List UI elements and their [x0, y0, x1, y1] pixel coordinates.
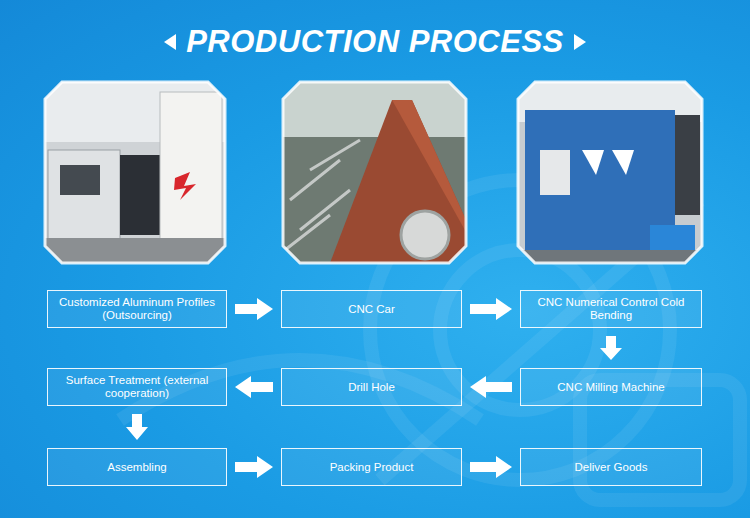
process-box: CNC Milling Machine [520, 368, 702, 406]
box-content: Packing Product [330, 461, 414, 474]
box-label: CNC Milling Machine [557, 381, 664, 394]
box-label: CNC Numerical Control Cold Bending [527, 296, 695, 322]
box-content: Deliver Goods [575, 461, 648, 474]
lathe-photo [45, 82, 225, 263]
title-bar: PRODUCTION PROCESS [0, 22, 750, 62]
process-box: Packing Product [281, 448, 462, 486]
process-box: Surface Treatment (external cooperation) [47, 368, 227, 406]
title: PRODUCTION PROCESS [186, 24, 564, 60]
box-label: Customized Aluminum Profiles (Outsourcin… [54, 296, 220, 322]
flow-arrow [235, 376, 273, 398]
box-content: Surface Treatment (external cooperation) [54, 374, 220, 400]
box-label: Surface Treatment (external cooperation) [54, 374, 220, 400]
box-content: CNC Milling Machine [557, 381, 664, 394]
box-content: Customized Aluminum Profiles (Outsourcin… [54, 296, 220, 322]
flow-arrow [126, 414, 148, 440]
box-label: Drill Hole [348, 381, 395, 394]
process-box: Deliver Goods [520, 448, 702, 486]
process-box: Assembling [47, 448, 227, 486]
flow-arrow [235, 456, 273, 478]
box-label: Packing Product [330, 461, 414, 474]
conveyor-photo [283, 82, 466, 263]
box-content: Assembling [107, 461, 166, 474]
title-arrow-left [164, 34, 176, 50]
title-arrow-right [574, 34, 586, 50]
photo-frames [45, 82, 702, 263]
process-box: Drill Hole [281, 368, 462, 406]
cnc-photo [518, 82, 702, 263]
process-box: CNC Numerical Control Cold Bending [520, 290, 702, 328]
box-label: Deliver Goods [575, 461, 648, 474]
box-content: CNC Numerical Control Cold Bending [527, 296, 695, 322]
flow-arrow [470, 456, 512, 478]
process-box: CNC Car [281, 290, 462, 328]
process-box: Customized Aluminum Profiles (Outsourcin… [47, 290, 227, 328]
box-label: CNC Car [348, 303, 395, 316]
flow-arrow [470, 376, 512, 398]
flow-arrow [235, 298, 273, 320]
flow-arrow [600, 336, 622, 360]
flow-arrow [470, 298, 512, 320]
box-content: Drill Hole [348, 381, 395, 394]
box-label: Assembling [107, 461, 166, 474]
box-content: CNC Car [348, 303, 395, 316]
